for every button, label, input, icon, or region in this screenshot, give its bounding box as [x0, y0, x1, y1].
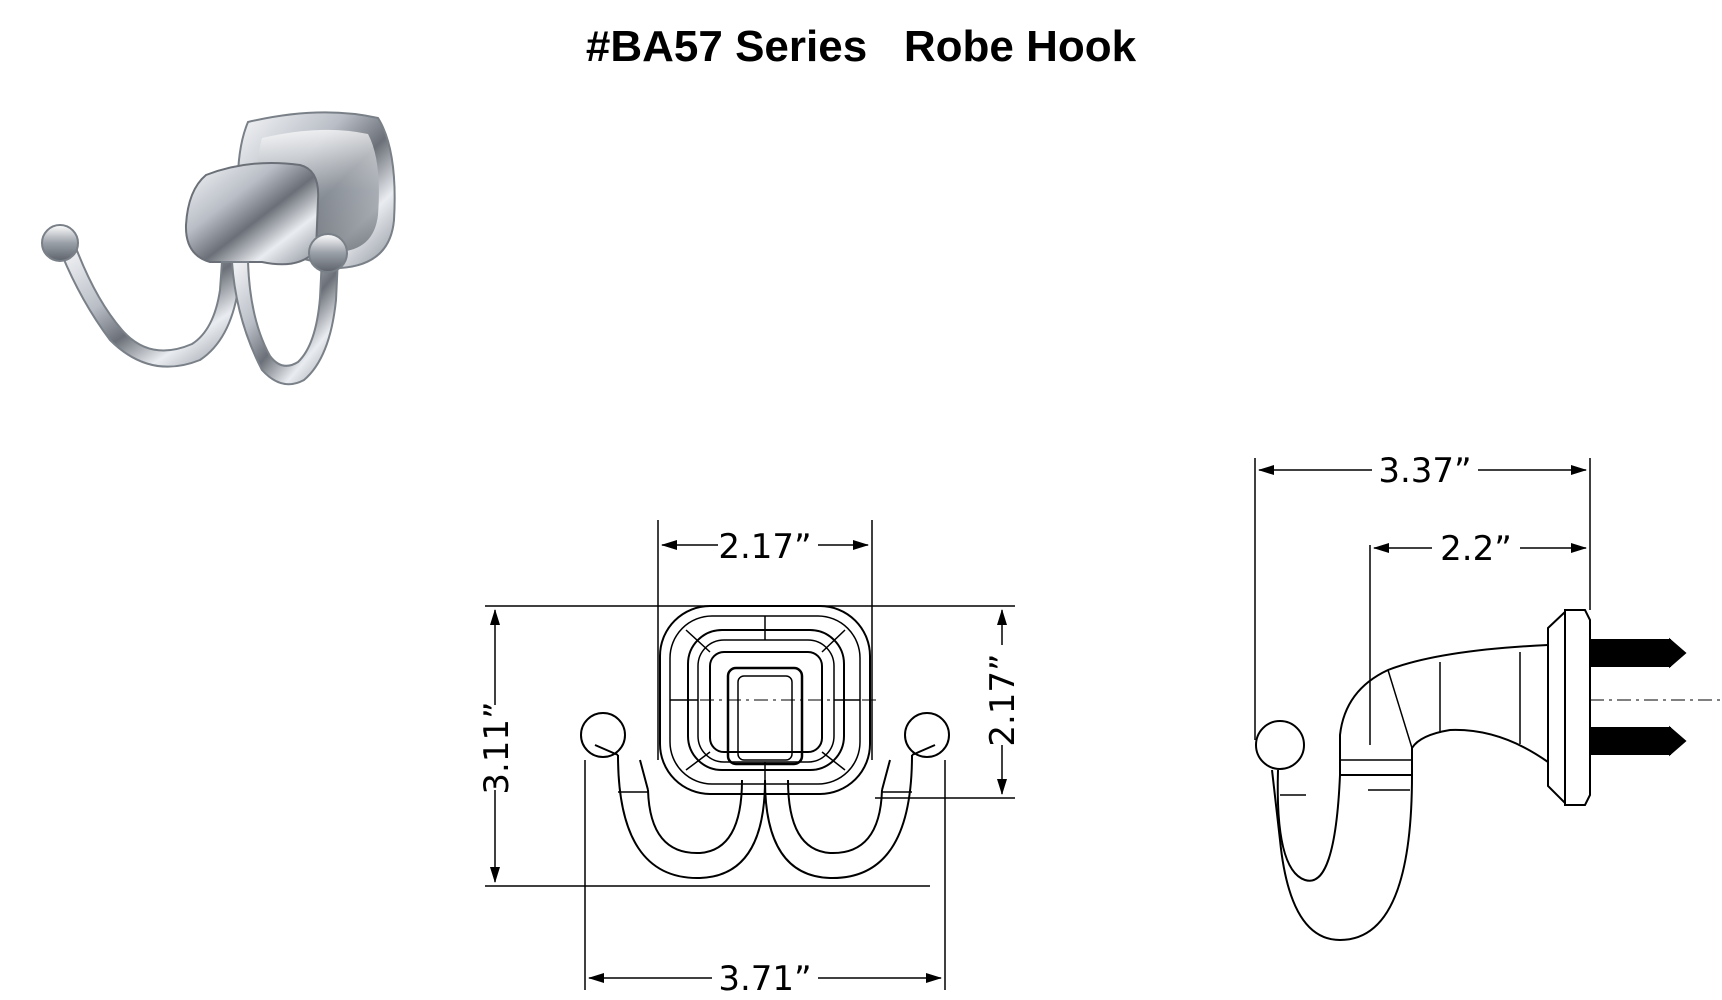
- screw-top: [1589, 637, 1687, 669]
- front-view: [580, 605, 950, 880]
- dim-label-front-total-width: 3.71”: [718, 959, 811, 999]
- dim-label-front-plate-width: 2.17”: [718, 527, 811, 567]
- side-view: [1255, 609, 1722, 942]
- screw-bottom: [1589, 725, 1687, 757]
- dim-label-side-total-depth: 3.37”: [1378, 451, 1471, 491]
- page-title: #BA57 Series Robe Hook: [585, 22, 1137, 71]
- dim-label-front-plate-height: 2.17”: [983, 653, 1023, 746]
- product-photo: [41, 111, 396, 386]
- front-dimension-lines: [485, 520, 1015, 990]
- dim-label-front-total-height: 3.11”: [477, 701, 517, 794]
- dim-label-side-projection: 2.2”: [1440, 529, 1512, 569]
- side-dimension-lines: [1254, 458, 1591, 745]
